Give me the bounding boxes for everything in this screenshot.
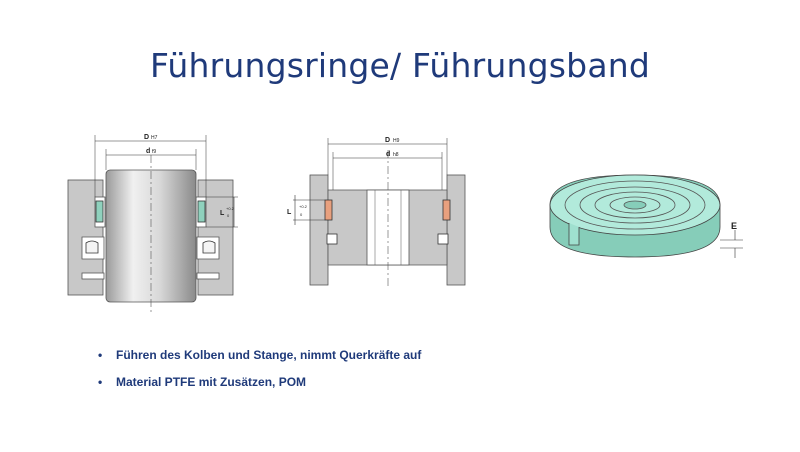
piston-dim-inner: d — [386, 151, 390, 158]
bullet-text: Material PTFE mit Zusätzen, POM — [116, 375, 307, 389]
band-dim-thickness: E — [731, 221, 737, 231]
bullet-list: • Führen des Kolben und Stange, nimmt Qu… — [96, 348, 421, 402]
bullet-item: • Führen des Kolben und Stange, nimmt Qu… — [96, 348, 421, 362]
rod-dim-length-tol-upper: +0.2 — [226, 206, 235, 211]
piston-dim-length-tol-lower: 0 — [300, 212, 303, 217]
piston-dim-length-tol-upper: +0.2 — [299, 204, 308, 209]
piston-dim-inner-tol: h8 — [393, 152, 399, 158]
rod-dim-inner-tol: f9 — [152, 149, 156, 155]
bullet-text: Führen des Kolben und Stange, nimmt Quer… — [116, 348, 422, 362]
rod-dim-length-tol-lower: 0 — [227, 213, 230, 218]
rod-dim-inner: d — [146, 148, 150, 155]
bullet-marker: • — [98, 348, 103, 362]
bullet-item: • Material PTFE mit Zusätzen, POM — [96, 375, 421, 389]
rod-dim-length: L — [220, 210, 225, 217]
piston-dim-length: L — [287, 209, 292, 216]
rod-dim-outer-tol: H7 — [151, 135, 158, 141]
guide-band-spiral-drawing: E — [549, 174, 743, 258]
piston-dim-outer: D — [385, 137, 390, 144]
rod-guide-ring-drawing: D H7 d f9 L +0.2 0 — [67, 134, 238, 315]
bullet-marker: • — [98, 375, 103, 389]
rod-dim-outer: D — [144, 134, 149, 141]
slide-title: Führungsringe/ Führungsband — [149, 46, 651, 85]
piston-guide-ring-drawing: D H9 d h8 L +0.2 0 — [287, 137, 466, 288]
piston-dim-outer-tol: H9 — [393, 138, 400, 144]
